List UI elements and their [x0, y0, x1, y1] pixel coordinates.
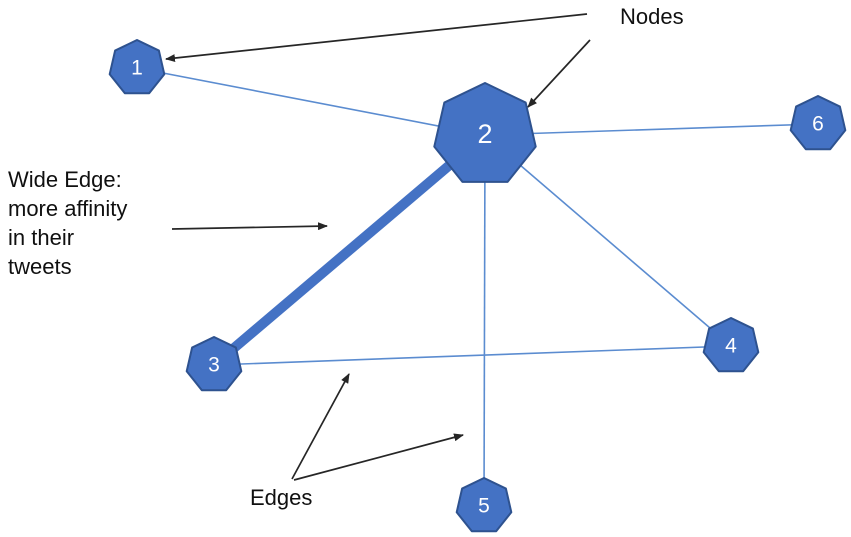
node-6[interactable]: 6	[789, 95, 847, 151]
node-2[interactable]: 2	[433, 82, 537, 183]
wide-edge-arrow	[171, 222, 328, 231]
node-1[interactable]: 1	[108, 39, 166, 95]
edge-3-4	[213, 345, 732, 366]
nodes-arrow-to-node-1	[165, 13, 588, 63]
node-label-3: 3	[208, 354, 220, 377]
edges-annotation-label: Edges	[250, 485, 313, 510]
wide-edge-annotation-label: Wide Edge: more affinity in their tweets	[8, 167, 128, 279]
edges-arrow-to-edge-3-4	[291, 373, 350, 480]
node-3[interactable]: 3	[185, 336, 243, 392]
node-shape-5	[455, 477, 513, 533]
node-shape-6	[789, 95, 847, 151]
node-label-4: 4	[725, 335, 737, 358]
node-5[interactable]: 5	[455, 477, 513, 533]
node-4[interactable]: 4	[702, 317, 760, 373]
node-label-5: 5	[478, 495, 490, 518]
edges-layer	[136, 67, 819, 507]
nodes-arrow-to-node-2	[527, 39, 591, 108]
node-shape-2	[433, 82, 537, 183]
node-label-1: 1	[131, 57, 143, 80]
node-label-2: 2	[477, 119, 492, 149]
node-shape-4	[702, 317, 760, 373]
edge-2-4	[484, 134, 732, 347]
node-shape-1	[108, 39, 166, 95]
node-shape-3	[185, 336, 243, 392]
edge-1-2	[136, 67, 486, 136]
edge-2-3	[210, 131, 489, 369]
node-label-6: 6	[812, 113, 824, 136]
edges-arrow-to-edge-2-5	[293, 433, 464, 481]
annotation-arrows-layer	[165, 13, 591, 481]
edge-2-6	[484, 123, 819, 136]
nodes-annotation-label: Nodes	[620, 4, 684, 29]
edge-2-5	[483, 134, 486, 507]
nodes-layer: 1 2 3 4 5 6	[108, 39, 847, 533]
